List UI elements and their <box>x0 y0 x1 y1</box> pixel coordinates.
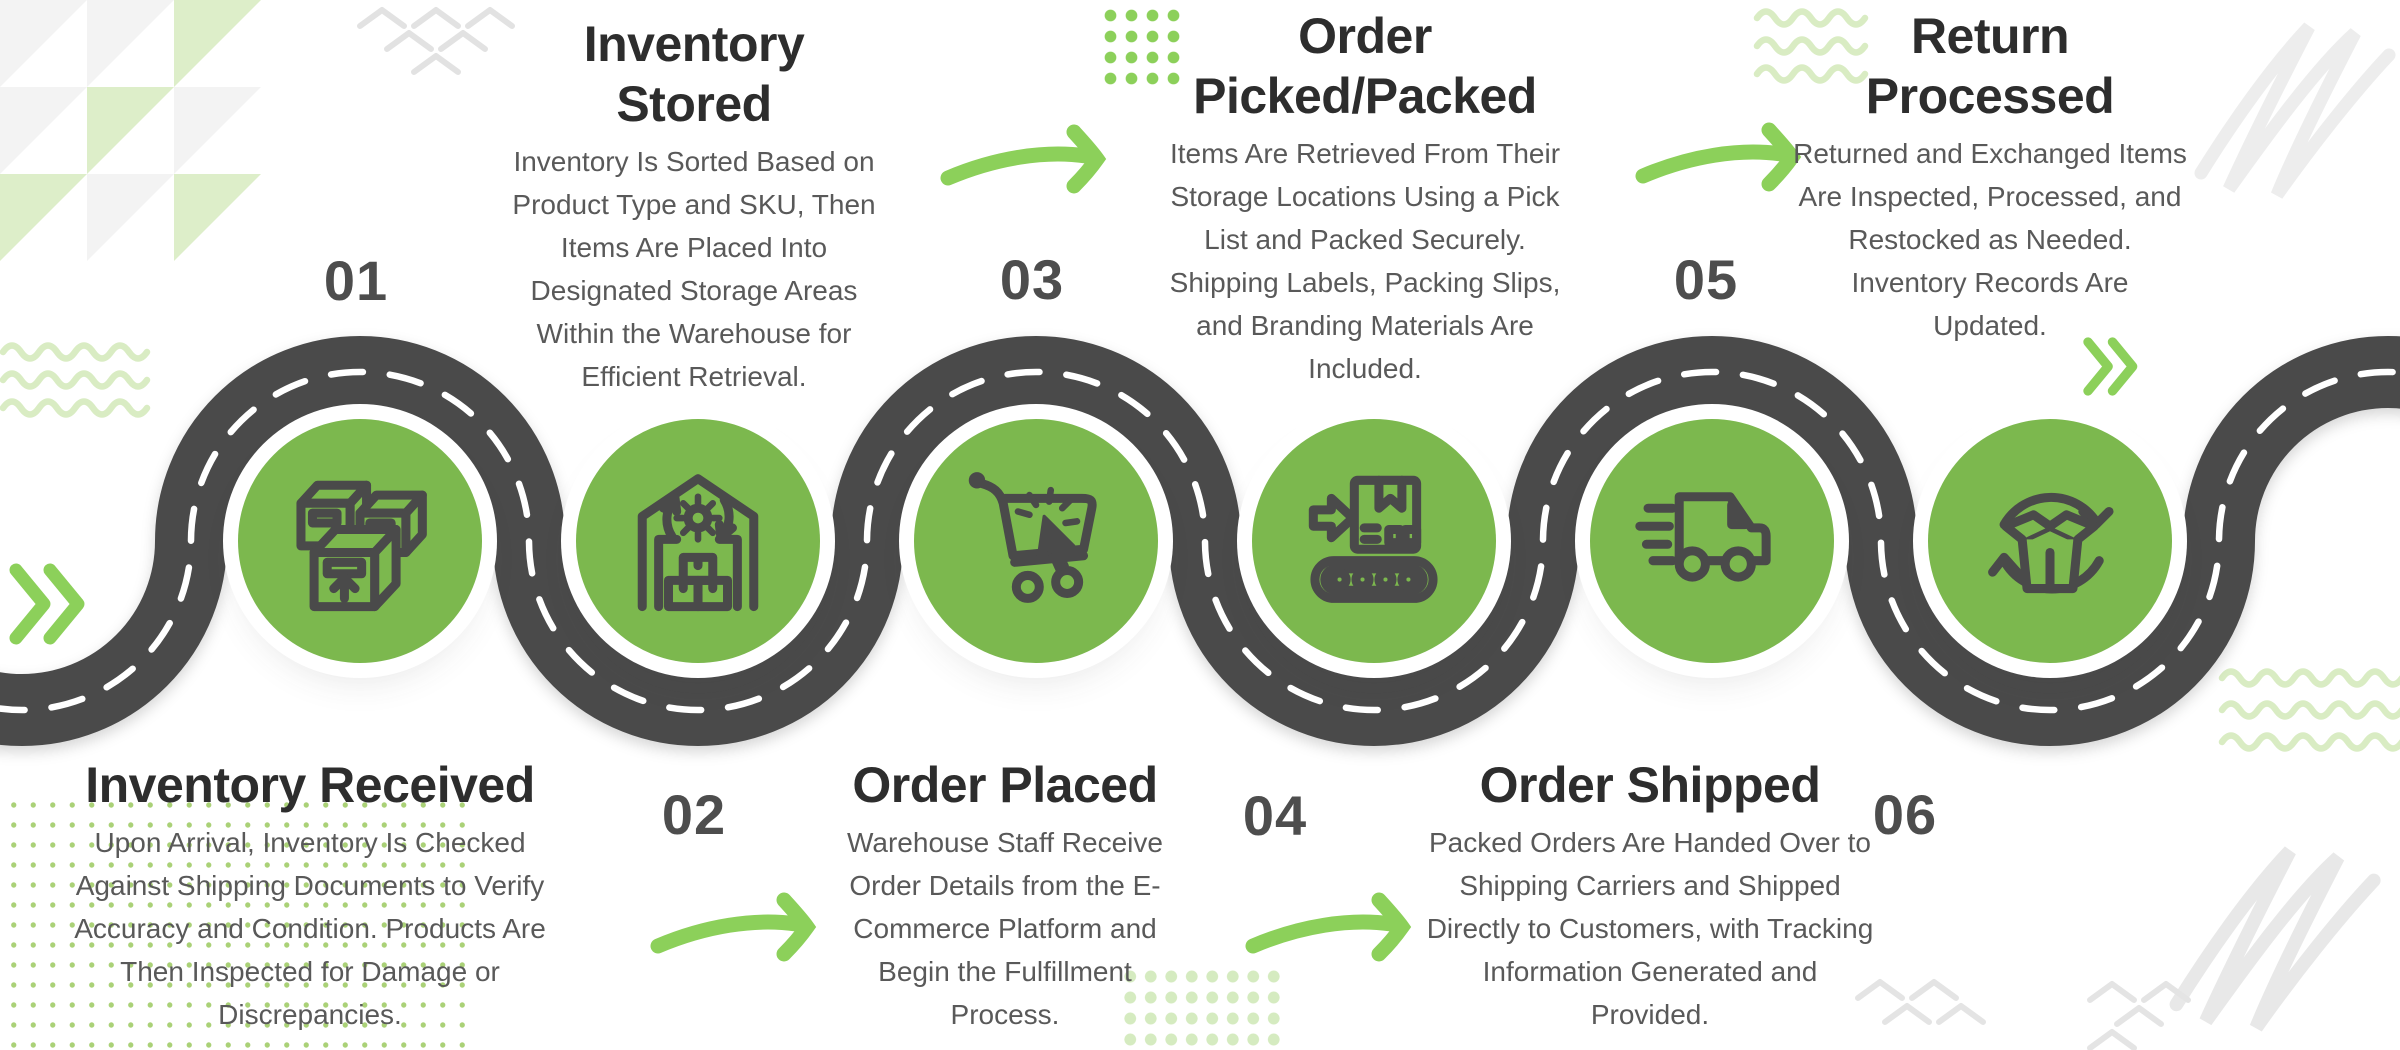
green-chevrons-left-icon <box>9 563 85 645</box>
step-block-inventory-stored: Inventory Stored Inventory Is Sorted Bas… <box>384 14 1004 398</box>
step-block-order-picked-packed: Order Picked/Packed Items Are Retrieved … <box>1055 6 1675 390</box>
step-circle-4 <box>1252 419 1496 663</box>
flow-arrow-icon <box>650 892 817 962</box>
step-title: Order Placed <box>852 757 1158 813</box>
step-number-4: 04 <box>1242 784 1308 847</box>
step-description: Upon Arrival, Inventory Is Checked Again… <box>74 827 546 1030</box>
wavy-lines-top-icon <box>1753 8 1869 84</box>
step-number-5: 05 <box>1673 248 1739 311</box>
flow-arrow-icon <box>940 124 1107 194</box>
conveyor-box-icon <box>1308 475 1438 603</box>
step-description: Packed Orders Are Handed Over to Shippin… <box>1426 827 1874 1030</box>
triangle-pattern <box>0 0 261 261</box>
step-number-3: 03 <box>999 248 1065 311</box>
return-box-icon <box>1988 492 2114 594</box>
step-description: Items Are Retrieved From Their Storage L… <box>1169 138 1561 384</box>
step-title: Order Picked/Packed <box>1193 8 1537 124</box>
step-block-inventory-received: Inventory Received Upon Arrival, Invento… <box>0 755 620 1036</box>
step-description: Returned and Exchanged Items Are Inspect… <box>1793 138 2187 341</box>
step-description: Inventory Is Sorted Based on Product Typ… <box>512 146 876 392</box>
green-chevrons-right-icon <box>2083 337 2138 396</box>
step-block-order-shipped: Order Shipped Packed Orders Are Handed O… <box>1340 755 1960 1036</box>
scribble-top-right-icon <box>2194 22 2396 199</box>
step-circle-5 <box>1590 419 1834 663</box>
step-title: Inventory Received <box>85 757 535 813</box>
dot-grid-top-center <box>1100 5 1188 93</box>
step-circle-1 <box>238 419 482 663</box>
step-number-1: 01 <box>323 249 389 312</box>
flow-arrow-icon <box>1635 122 1802 192</box>
step-description: Warehouse Staff Receive Order Details fr… <box>847 827 1163 1030</box>
cart-click-icon <box>968 472 1097 603</box>
step-title: Order Shipped <box>1479 757 1821 813</box>
step-number-2: 02 <box>661 783 727 846</box>
scribble-bottom-right-icon <box>2169 846 2381 1032</box>
gray-chevrons-top-icon <box>357 7 515 75</box>
stacked-boxes-icon <box>296 480 427 612</box>
step-number-6: 06 <box>1872 783 1938 846</box>
step-block-order-placed: Order Placed Warehouse Staff Receive Ord… <box>695 755 1315 1036</box>
dot-grid-bottom-center <box>1120 966 1286 1050</box>
step-title: Return Processed <box>1865 8 2115 124</box>
road-centerline <box>0 368 2400 714</box>
flow-arrow-icon <box>1245 892 1412 962</box>
wavy-lines-bottom-icon <box>2218 668 2400 752</box>
warehouse-sorting-icon <box>637 474 759 612</box>
step-circle-6 <box>1928 419 2172 663</box>
gray-chevrons-bottom-icon <box>1855 979 2191 1050</box>
dot-grid-bottom-left <box>4 795 474 1050</box>
step-circle-3 <box>914 419 1158 663</box>
wavy-lines-left-icon <box>0 342 151 418</box>
delivery-truck-icon <box>1635 492 1771 582</box>
step-title: Inventory Stored <box>583 16 805 132</box>
step-circle-2 <box>576 419 820 663</box>
step-block-return-processed: Return Processed Returned and Exchanged … <box>1680 6 2300 347</box>
